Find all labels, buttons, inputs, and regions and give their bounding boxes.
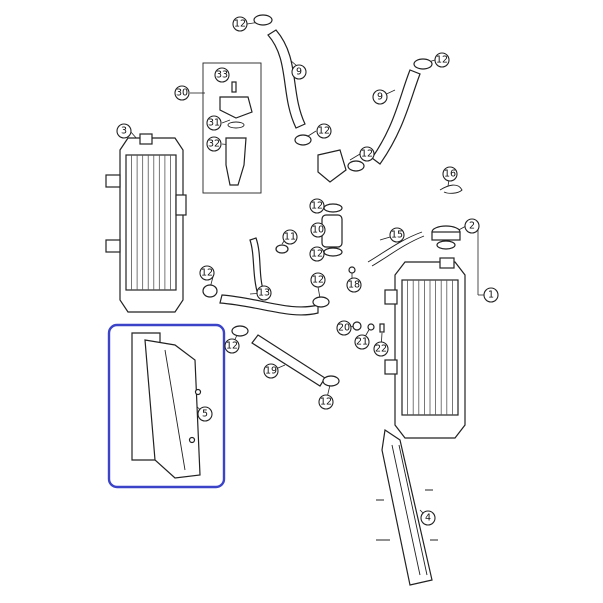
left-radiator bbox=[105, 133, 187, 313]
svg-text:12: 12 bbox=[361, 149, 373, 160]
highlight-box bbox=[107, 323, 226, 489]
radiator-filler-neck bbox=[439, 257, 455, 269]
svg-text:4: 4 bbox=[425, 513, 431, 524]
callout-12: 12 bbox=[318, 394, 334, 410]
hose-clamps bbox=[202, 14, 433, 387]
callout-11: 11 bbox=[282, 229, 298, 245]
callout-12: 12 bbox=[434, 52, 450, 68]
callout-9: 9 bbox=[372, 89, 388, 105]
svg-text:11: 11 bbox=[284, 232, 296, 243]
svg-text:12: 12 bbox=[311, 249, 323, 260]
callout-16: 16 bbox=[442, 166, 458, 182]
svg-text:31: 31 bbox=[208, 118, 220, 129]
callout-12: 12 bbox=[199, 265, 215, 281]
small-parts bbox=[275, 184, 463, 333]
right-shroud bbox=[376, 428, 438, 586]
svg-text:12: 12 bbox=[311, 201, 323, 212]
callout-12: 12 bbox=[309, 246, 325, 262]
svg-text:22: 22 bbox=[375, 344, 387, 355]
callout-1: 1 bbox=[483, 287, 499, 303]
callout-4: 4 bbox=[420, 510, 436, 526]
callout-12: 12 bbox=[224, 338, 240, 354]
svg-text:9: 9 bbox=[296, 67, 302, 78]
svg-text:12: 12 bbox=[201, 268, 213, 279]
callout-9: 9 bbox=[291, 64, 307, 80]
callout-12: 12 bbox=[316, 123, 332, 139]
callout-10: 10 bbox=[310, 222, 326, 238]
callout-13: 13 bbox=[256, 285, 272, 301]
callout-12: 12 bbox=[232, 16, 248, 32]
svg-text:15: 15 bbox=[391, 230, 403, 241]
callout-20: 20 bbox=[336, 320, 352, 336]
callout-5: 5 bbox=[197, 406, 213, 422]
svg-text:10: 10 bbox=[312, 225, 324, 236]
svg-text:16: 16 bbox=[444, 169, 456, 180]
thermostat-group-box bbox=[202, 62, 262, 194]
callout-12: 12 bbox=[359, 146, 375, 162]
callout-12: 12 bbox=[309, 198, 325, 214]
svg-text:33: 33 bbox=[216, 70, 228, 81]
svg-text:2: 2 bbox=[469, 221, 475, 232]
svg-text:21: 21 bbox=[356, 337, 368, 348]
svg-text:12: 12 bbox=[318, 126, 330, 137]
left-shroud-highlight bbox=[107, 323, 226, 489]
callout-32: 32 bbox=[206, 136, 222, 152]
svg-text:19: 19 bbox=[265, 366, 277, 377]
callout-31: 31 bbox=[206, 115, 222, 131]
hose-19 bbox=[251, 334, 326, 387]
svg-text:32: 32 bbox=[208, 139, 220, 150]
callout-30: 30 bbox=[174, 85, 190, 101]
svg-text:1: 1 bbox=[488, 290, 494, 301]
radiator-cap bbox=[431, 225, 461, 250]
svg-text:9: 9 bbox=[377, 92, 383, 103]
svg-text:30: 30 bbox=[176, 88, 188, 99]
svg-text:12: 12 bbox=[234, 19, 246, 30]
svg-text:3: 3 bbox=[121, 126, 127, 137]
svg-text:12: 12 bbox=[312, 275, 324, 286]
hose-15 bbox=[367, 231, 423, 263]
hose-9-right bbox=[371, 69, 421, 165]
svg-text:18: 18 bbox=[348, 280, 360, 291]
hose-9-left bbox=[267, 29, 306, 129]
callouts: 12 12 12 12 12 12 12 12 12 12 9 9 30 33 … bbox=[116, 16, 499, 526]
callout-19: 19 bbox=[263, 363, 279, 379]
svg-text:20: 20 bbox=[338, 323, 350, 334]
callout-33: 33 bbox=[214, 67, 230, 83]
callout-3: 3 bbox=[116, 123, 132, 139]
hose-13 bbox=[219, 294, 319, 316]
svg-text:5: 5 bbox=[202, 409, 208, 420]
svg-text:13: 13 bbox=[258, 288, 270, 299]
svg-text:12: 12 bbox=[436, 55, 448, 66]
radiator-filler-neck bbox=[139, 133, 153, 145]
svg-text:12: 12 bbox=[320, 397, 332, 408]
callout-12: 12 bbox=[310, 272, 326, 288]
callout-18: 18 bbox=[346, 277, 362, 293]
thermostat-parts bbox=[219, 81, 347, 186]
callout-22: 22 bbox=[373, 341, 389, 357]
svg-text:12: 12 bbox=[226, 341, 238, 352]
right-radiator bbox=[384, 257, 466, 439]
callout-15: 15 bbox=[389, 227, 405, 243]
callout-21: 21 bbox=[354, 334, 370, 350]
callout-2: 2 bbox=[464, 218, 480, 234]
hoses bbox=[219, 29, 425, 387]
